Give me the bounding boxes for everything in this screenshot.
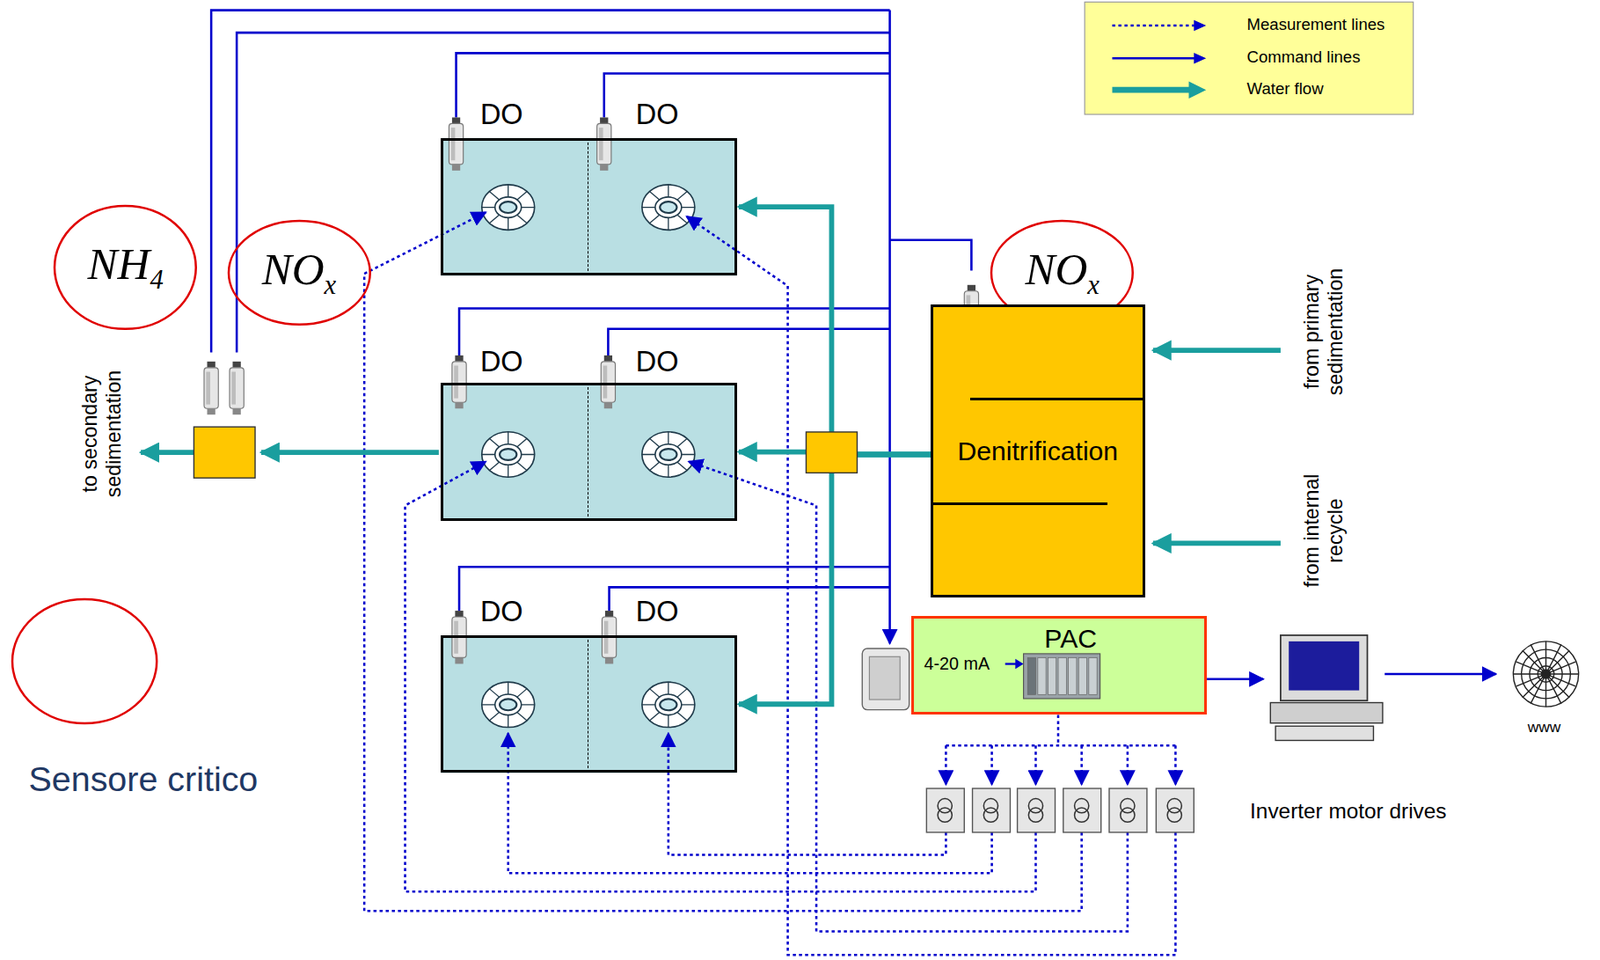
legend-text: Measurement lines	[1247, 16, 1386, 34]
circle-outline	[10, 597, 159, 725]
legend-sample	[1111, 20, 1206, 32]
do-sensor-label: DO	[635, 596, 680, 629]
aeration-compartment: DO	[588, 138, 737, 277]
internet-label: www	[1527, 717, 1562, 736]
do-sensor-label: DO	[480, 596, 524, 629]
baffle	[970, 397, 1143, 401]
do-sensor-label: DO	[635, 99, 680, 132]
pac-controller: PAC 4-20 mA	[911, 615, 1207, 716]
outlet-label: to secondary sedimentation	[78, 346, 125, 520]
critical-sensor-circle: NH4	[52, 204, 198, 331]
critical-sensor-key: Sensore critico	[10, 597, 159, 725]
aeration-compartment: DO	[440, 635, 589, 774]
legend-text: Command lines	[1247, 49, 1361, 66]
do-sensor-label: DO	[480, 346, 524, 379]
junction-box	[805, 431, 857, 473]
legend-sample	[1111, 80, 1206, 98]
denitrification-tank: Denitrification	[930, 304, 1146, 598]
sensor-name: NH4	[87, 241, 164, 294]
aeration-compartment: DO	[440, 382, 589, 521]
inlet-label: from primary sedimentation	[1300, 242, 1347, 422]
legend-sample	[1111, 52, 1206, 65]
sensor-name: NOx	[262, 247, 337, 300]
sensor-name: NOx	[1024, 247, 1099, 300]
controller-name: PAC	[1044, 623, 1097, 653]
aeration-compartment: DO	[588, 635, 737, 774]
water-flow-connector	[738, 206, 931, 454]
signal-range: 4-20 mA	[924, 654, 991, 674]
aeration-compartment: DO	[440, 138, 589, 277]
do-sensor-label: DO	[635, 346, 680, 379]
aeration-compartment: DO	[588, 382, 737, 521]
water-flow-connector	[738, 453, 931, 704]
inlet-label: from internal recycle	[1300, 459, 1347, 602]
key-caption: Sensore critico	[28, 759, 258, 798]
baffle	[933, 502, 1108, 505]
critical-sensor-circle: NOx	[226, 219, 373, 327]
do-sensor-label: DO	[480, 99, 524, 132]
tank-name: Denitrification	[957, 436, 1118, 466]
drives-label: Inverter motor drives	[1249, 798, 1447, 824]
legend-text: Water flow	[1247, 80, 1324, 98]
